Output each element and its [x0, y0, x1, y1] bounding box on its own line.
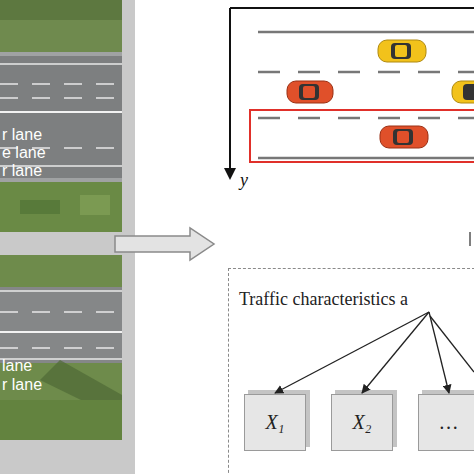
car-yellow: [378, 40, 426, 62]
aerial-photo-top: [0, 0, 122, 232]
group-heading: Traffic characteristics a: [239, 289, 408, 310]
feature-box: …: [418, 394, 474, 451]
down-arrow: [469, 232, 471, 246]
lane-label: lane: [2, 358, 32, 374]
feature-box: X₂: [331, 394, 393, 451]
lane-label: r lane: [2, 127, 42, 143]
car-red: [287, 81, 333, 103]
variable-label: X₂: [352, 411, 371, 434]
car-yellow: [452, 81, 474, 103]
lane-label: e lane: [2, 145, 46, 161]
coordinate-axes: [224, 8, 474, 180]
connector-arrow: [275, 312, 429, 393]
variable-label: …: [440, 411, 458, 434]
leader-arrow: [430, 316, 474, 372]
connector-arrow: [362, 312, 429, 393]
car-red: [380, 126, 428, 148]
connector-arrow: [429, 312, 449, 393]
lane-label: r lane: [2, 377, 42, 393]
highlight-rect: [250, 110, 474, 162]
feature-box: X₁: [244, 394, 306, 451]
lane-label: r lane: [2, 163, 42, 179]
axis-label: y: [240, 170, 248, 191]
group-box: Traffic characteristics a X₁ X₂ …: [228, 268, 474, 474]
aerial-photo-bottom: [0, 255, 122, 440]
variable-label: X₁: [265, 411, 284, 434]
lane-lines: [258, 32, 474, 158]
flow-arrow: [115, 228, 214, 260]
